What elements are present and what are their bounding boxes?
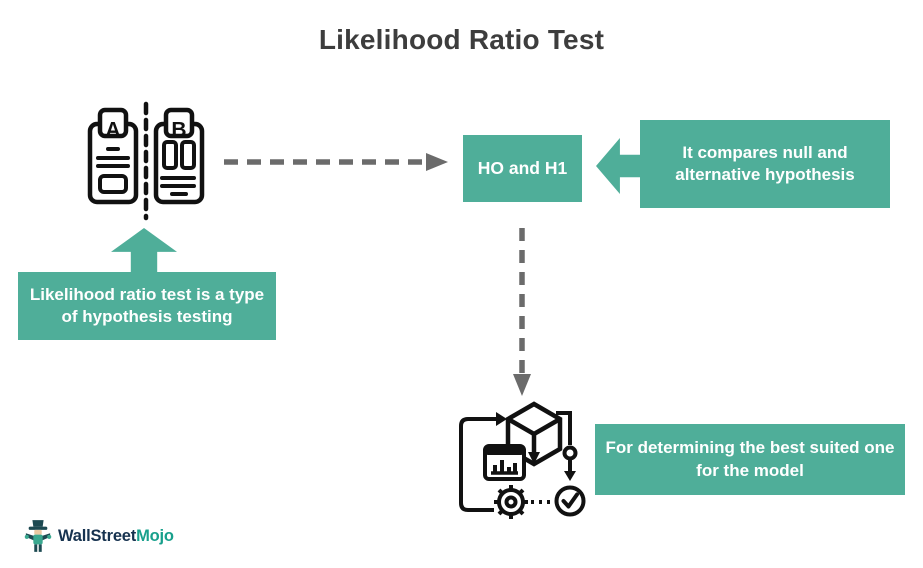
model-callout-label: For determining the best suited one for … bbox=[605, 438, 895, 480]
model-selection-process-icon bbox=[459, 401, 586, 519]
page-title: Likelihood Ratio Test bbox=[318, 24, 605, 55]
gear-icon bbox=[494, 485, 528, 519]
dashed-arrow-right-icon bbox=[224, 153, 448, 171]
ab-comparison-documents-icon: A B bbox=[87, 101, 205, 221]
chart-window-icon bbox=[483, 444, 526, 481]
logo-text-secondary: Mojo bbox=[136, 526, 174, 545]
document-a bbox=[87, 107, 139, 205]
definition-callout-box: Likelihood ratio test is a type of hypot… bbox=[18, 272, 276, 340]
wallstreetmojo-logo: WallStreetMojo bbox=[24, 519, 174, 553]
document-b bbox=[153, 107, 205, 205]
definition-callout-label: Likelihood ratio test is a type of hypot… bbox=[29, 284, 265, 326]
wallstreetmojo-mascot-icon bbox=[24, 520, 52, 552]
hypotheses-box: HO and H1 bbox=[463, 135, 582, 202]
dashed-arrow-down-icon bbox=[513, 228, 531, 396]
flow-connector bbox=[556, 411, 578, 481]
model-callout-box: For determining the best suited one for … bbox=[595, 424, 905, 495]
block-arrow-up-icon bbox=[111, 228, 177, 274]
compare-callout-box: It compares null and alternative hypothe… bbox=[640, 120, 890, 208]
block-arrow-left-icon bbox=[596, 138, 642, 194]
loop-connector bbox=[459, 412, 507, 512]
document-a-label: A bbox=[105, 119, 120, 142]
compare-callout-label: It compares null and alternative hypothe… bbox=[675, 142, 855, 184]
logo-wordmark: WallStreetMojo bbox=[58, 527, 174, 546]
check-circle-icon bbox=[554, 485, 586, 517]
document-b-label: B bbox=[171, 119, 186, 142]
hypotheses-box-label: HO and H1 bbox=[477, 158, 568, 179]
logo-text-primary: WallStreet bbox=[58, 526, 137, 545]
